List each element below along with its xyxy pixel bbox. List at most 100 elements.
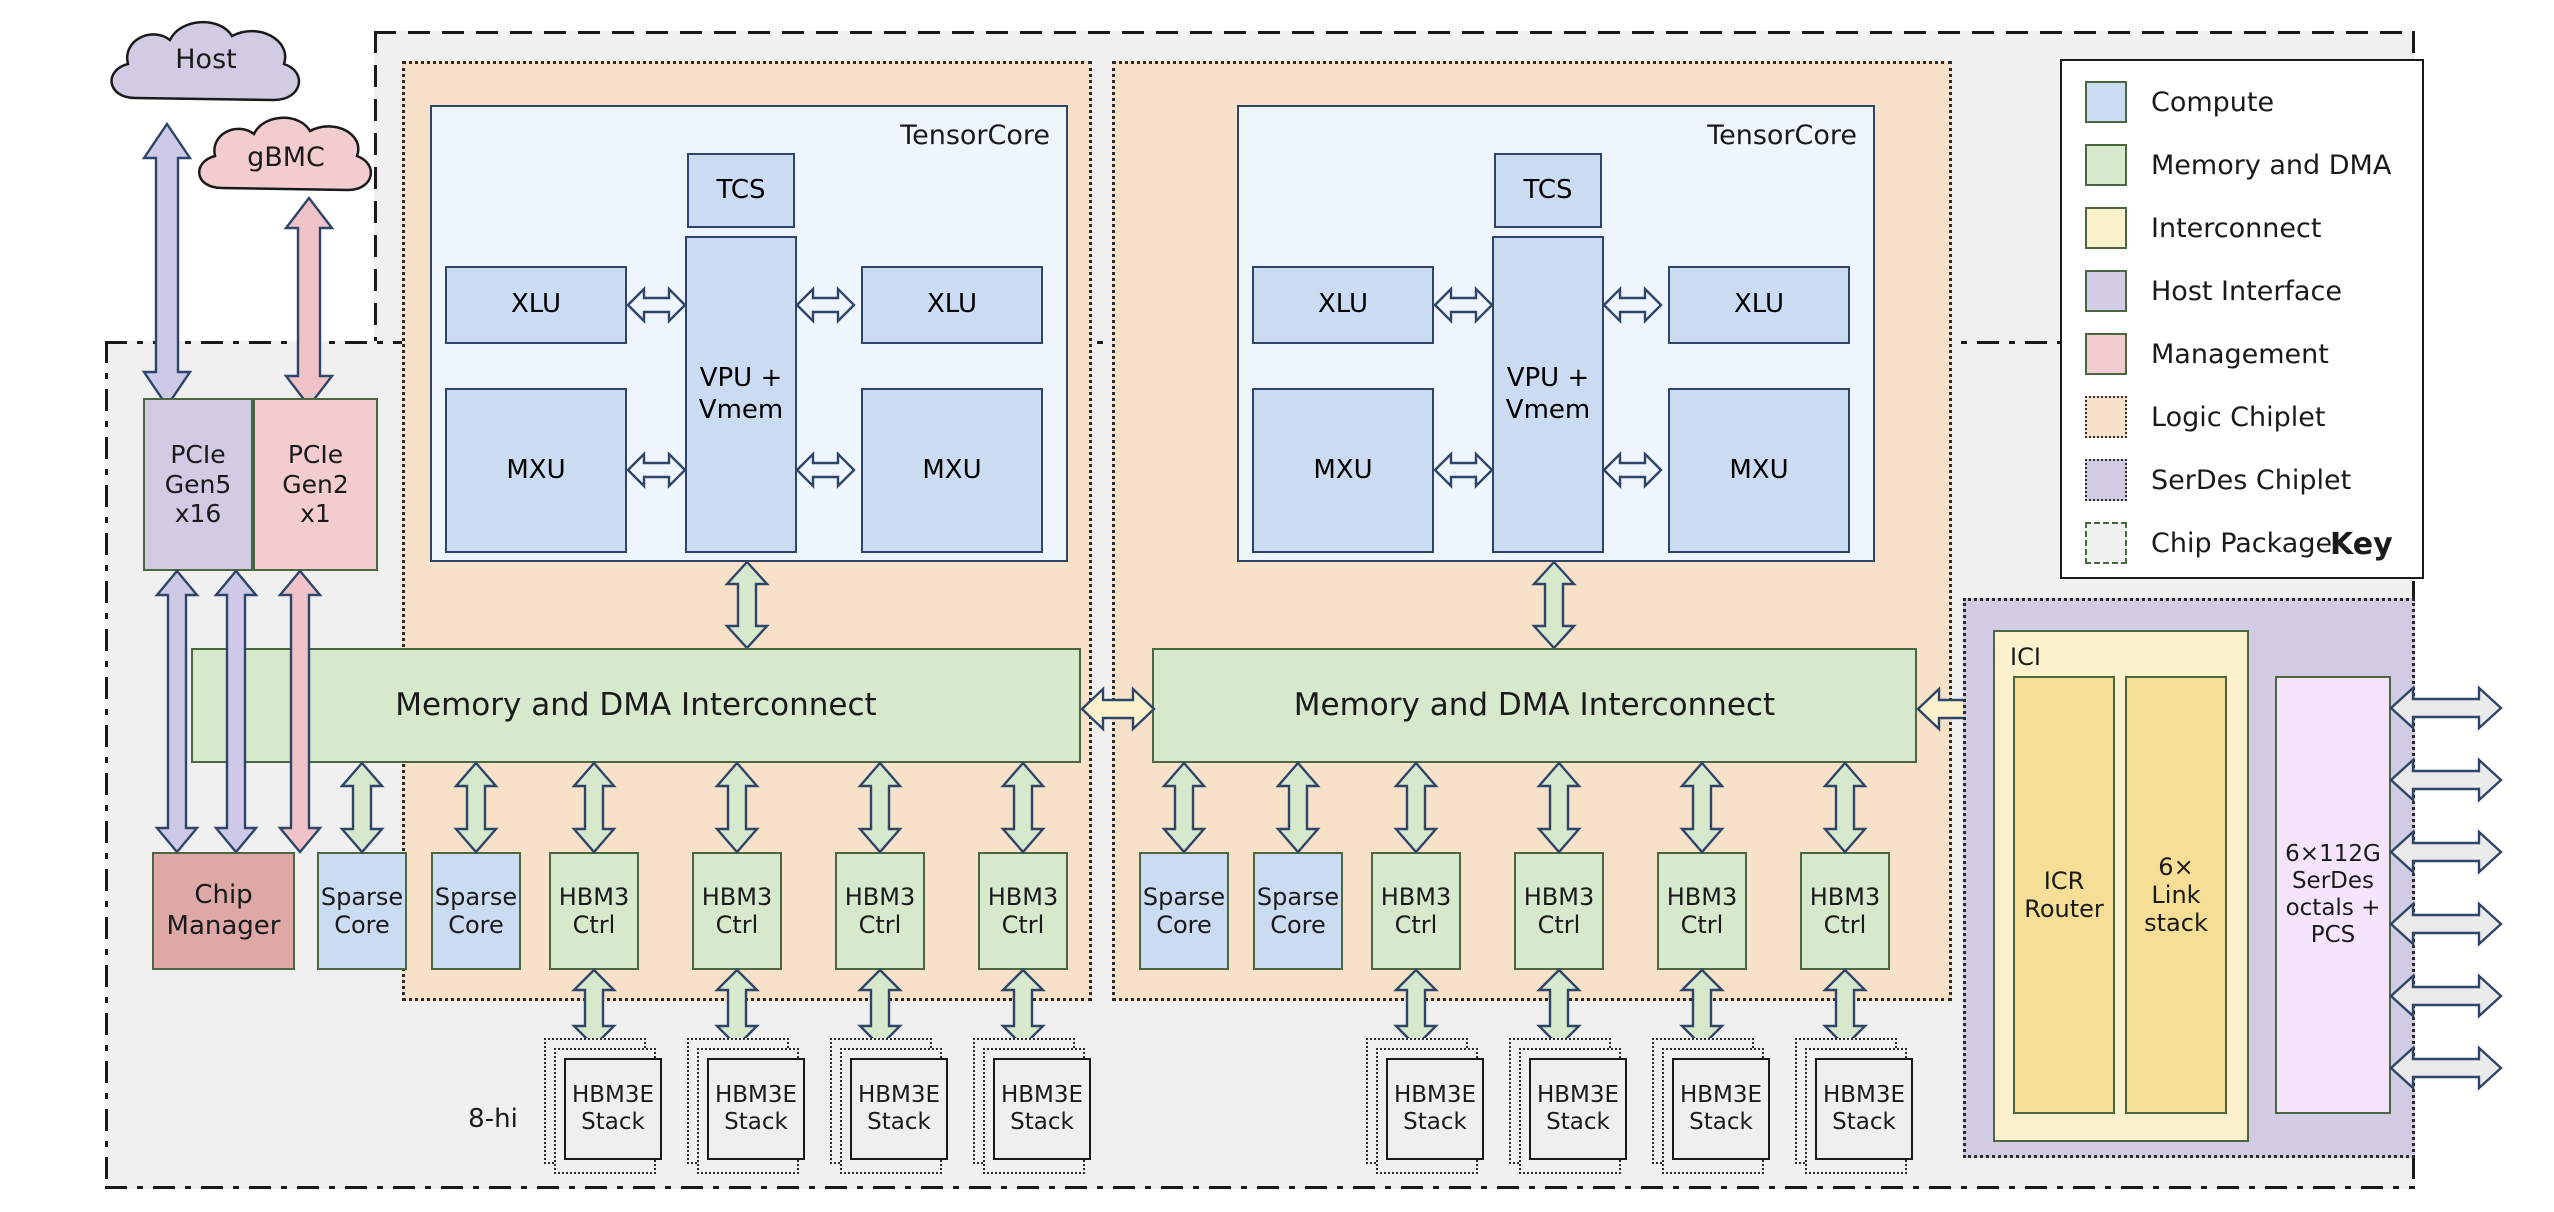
key-item-interconnect: Interconnect (2085, 207, 2321, 249)
tensorcore-left-mxu-right[interactable]: MXU (861, 388, 1043, 553)
key-swatch-compute (2085, 81, 2127, 123)
gbmc-cloud (198, 116, 373, 192)
hbm3-ctrl-2-to-stack-arrow (714, 968, 760, 1048)
link-stack-block[interactable]: 6× Link stack (2125, 676, 2227, 1114)
gbmc-to-pcie-arrow (283, 196, 335, 408)
tensorcore-left-vpu-vmem[interactable]: VPU + Vmem (685, 236, 797, 553)
hbm3-ctrl-6-to-stack-arrow (1536, 968, 1582, 1048)
pcie-gen5-to-interconnect-arrow (213, 569, 259, 854)
interconnect-to-hbm3-ctrl-6-arrow (1536, 761, 1582, 854)
xlu-label: XLU (1317, 289, 1369, 320)
vpu-xlu-arrow-right (795, 286, 856, 324)
tensorcore-left-xlu-right[interactable]: XLU (861, 266, 1043, 344)
hbm3-ctrl-1-block[interactable]: HBM3 Ctrl (549, 852, 639, 970)
hbm3e-stack-6[interactable]: HBM3E Stack (1529, 1058, 1627, 1160)
vpu-vmem-label: VPU + Vmem (1505, 362, 1591, 425)
xlu-vpu-arrow-left (1433, 286, 1494, 324)
mxu-label: MXU (506, 454, 566, 485)
stack-label: HBM3E Stack (1536, 1081, 1620, 1135)
tensorcore-left-mxu-left[interactable]: MXU (445, 388, 627, 553)
key-box (2060, 59, 2424, 579)
pcie-gen5-x16-block[interactable]: PCIe Gen5 x16 (143, 398, 253, 571)
serdes-block-label: 6×112G SerDes octals + PCS (2285, 840, 2381, 949)
hbm3e-stack-1[interactable]: HBM3E Stack (564, 1058, 662, 1160)
mxu-vpu-arrow-left (1433, 451, 1494, 489)
serdes-external-link-1-arrow (2389, 685, 2503, 731)
block-label: HBM3 Ctrl (558, 882, 630, 939)
host-cloud-label: Host (175, 44, 237, 75)
mxu-label: MXU (922, 454, 982, 485)
hbm3-ctrl-5-to-stack-arrow (1393, 968, 1439, 1048)
tensorcore-left-xlu-left[interactable]: XLU (445, 266, 627, 344)
hbm3-ctrl-3-to-stack-arrow (857, 968, 903, 1048)
memory-dma-interconnect-left[interactable]: Memory and DMA Interconnect (191, 648, 1081, 763)
stack-label: HBM3E Stack (1679, 1081, 1763, 1135)
key-label: Memory and DMA (2151, 149, 2392, 181)
key-label: Chip Package (2151, 527, 2333, 559)
serdes-external-link-4-arrow (2389, 901, 2503, 947)
serdes-external-link-5-arrow (2389, 973, 2503, 1019)
vpu-vmem-label: VPU + Vmem (698, 362, 784, 425)
tensorcore-right-mxu-right[interactable]: MXU (1668, 388, 1850, 553)
stack-height-label: 8-hi (468, 1104, 518, 1134)
key-label: Management (2151, 338, 2329, 370)
tensorcore-left-tcs[interactable]: TCS (687, 153, 795, 228)
pcie-gen2-x1-block[interactable]: PCIe Gen2 x1 (253, 398, 378, 571)
key-item-serdes-chiplet: SerDes Chiplet (2085, 459, 2351, 501)
vpu-xlu-arrow-right (1602, 286, 1663, 324)
chip-manager-block[interactable]: Chip Manager (152, 852, 295, 970)
key-item-compute: Compute (2085, 81, 2274, 123)
pcie-gen2-to-chipmanager-arrow (277, 569, 323, 854)
sparse-core-4-block[interactable]: Sparse Core (1253, 852, 1343, 970)
tensorcore-right-mxu-left[interactable]: MXU (1252, 388, 1434, 553)
block-label: Sparse Core (1256, 882, 1340, 939)
sparse-core-3-block[interactable]: Sparse Core (1139, 852, 1229, 970)
serdes-external-link-6-arrow (2389, 1045, 2503, 1091)
block-label: HBM3 Ctrl (701, 882, 773, 939)
hbm3-ctrl-6-block[interactable]: HBM3 Ctrl (1514, 852, 1604, 970)
tensorcore-right-xlu-left[interactable]: XLU (1252, 266, 1434, 344)
key-title: Key (2330, 527, 2393, 562)
hbm3-ctrl-7-block[interactable]: HBM3 Ctrl (1657, 852, 1747, 970)
hbm3-ctrl-3-block[interactable]: HBM3 Ctrl (835, 852, 925, 970)
hbm3e-stack-4[interactable]: HBM3E Stack (993, 1058, 1091, 1160)
hbm3e-stack-3[interactable]: HBM3E Stack (850, 1058, 948, 1160)
key-swatch-management (2085, 333, 2127, 375)
hbm3-ctrl-4-block[interactable]: HBM3 Ctrl (978, 852, 1068, 970)
vpu-mxu-arrow-right (1602, 451, 1663, 489)
mxu-vpu-arrow-left (626, 451, 687, 489)
xlu-vpu-arrow-left (626, 286, 687, 324)
sparse-core-1-block[interactable]: Sparse Core (317, 852, 407, 970)
serdes-octals-pcs-block[interactable]: 6×112G SerDes octals + PCS (2275, 676, 2391, 1114)
block-label: Chip Manager (166, 880, 281, 941)
hbm3e-stack-2[interactable]: HBM3E Stack (707, 1058, 805, 1160)
stack-label: HBM3E Stack (1000, 1081, 1084, 1135)
interconnect-to-hbm3-ctrl-3-arrow (857, 761, 903, 854)
tensorcore-right-vpu-vmem[interactable]: VPU + Vmem (1492, 236, 1604, 553)
sparse-core-2-block[interactable]: Sparse Core (431, 852, 521, 970)
block-label: Sparse Core (320, 882, 404, 939)
stack-label: HBM3E Stack (714, 1081, 798, 1135)
icr-router-block[interactable]: ICR Router (2013, 676, 2115, 1114)
key-label: Host Interface (2151, 275, 2342, 307)
interconnect-to-sparse-core-3-arrow (1161, 761, 1207, 854)
block-label: HBM3 Ctrl (1666, 882, 1738, 939)
hbm3e-stack-5[interactable]: HBM3E Stack (1386, 1058, 1484, 1160)
stack-label: HBM3E Stack (1393, 1081, 1477, 1135)
tcs-label: TCS (1523, 174, 1573, 205)
hbm3e-stack-8[interactable]: HBM3E Stack (1815, 1058, 1913, 1160)
tensorcore-right-tcs[interactable]: TCS (1494, 153, 1602, 228)
hbm3-ctrl-2-block[interactable]: HBM3 Ctrl (692, 852, 782, 970)
hbm3e-stack-7[interactable]: HBM3E Stack (1672, 1058, 1770, 1160)
hbm3-ctrl-8-block[interactable]: HBM3 Ctrl (1800, 852, 1890, 970)
memory-dma-interconnect-right[interactable]: Memory and DMA Interconnect (1152, 648, 1917, 763)
interconnect-to-hbm3-ctrl-1-arrow (571, 761, 617, 854)
pcie-gen5-label: PCIe Gen5 x16 (164, 440, 232, 529)
tensorcore-right-xlu-right[interactable]: XLU (1668, 266, 1850, 344)
serdes-external-link-3-arrow (2389, 829, 2503, 875)
block-label: Sparse Core (1142, 882, 1226, 939)
xlu-label: XLU (926, 289, 978, 320)
key-item-management: Management (2085, 333, 2329, 375)
hbm3-ctrl-5-block[interactable]: HBM3 Ctrl (1371, 852, 1461, 970)
stack-label: HBM3E Stack (571, 1081, 655, 1135)
